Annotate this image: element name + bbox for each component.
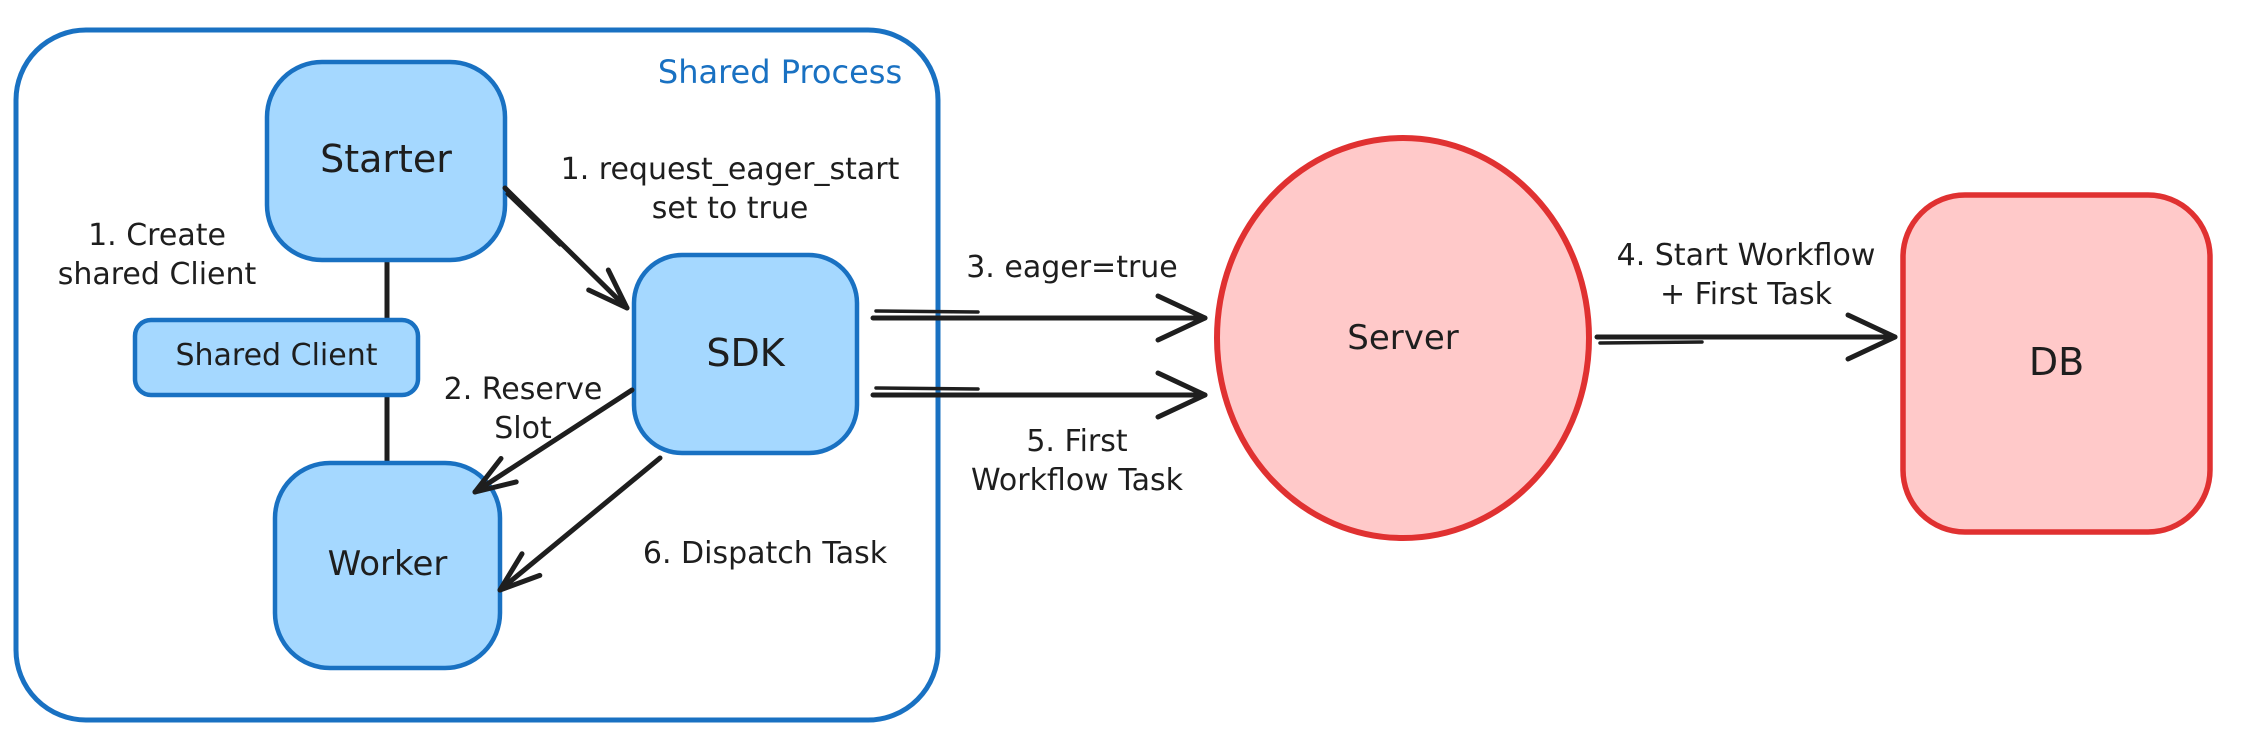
annotation-line: shared Client	[57, 257, 257, 292]
sdk-node	[631, 252, 860, 456]
annotation-line: 4. Start Workflow	[1616, 238, 1876, 273]
annotation-line: + First Task	[1659, 277, 1833, 312]
annotation-request-eager-start: 1. request_eager_start set to true	[500, 150, 960, 228]
annotation-first-workflow-task: 5. First Workflow Task	[917, 422, 1237, 500]
arrow-start-workflow	[1594, 312, 1898, 362]
annotation-reserve-slot: 2. Reserve Slot	[403, 370, 643, 448]
annotation-dispatch-task: 6. Dispatch Task	[642, 536, 888, 571]
shared-process-box	[13, 27, 941, 723]
worker-node	[272, 460, 503, 671]
annotation-line: Workflow Task	[970, 463, 1184, 498]
db-node	[1900, 192, 2213, 535]
starter-node-label: Starter	[320, 137, 452, 181]
arrow-request-eager-start	[502, 185, 630, 311]
annotation-eager-true: 3. eager=true	[966, 250, 1178, 285]
annotation-create-shared-client: 1. Create shared Client	[27, 216, 287, 294]
sdk-node-label: SDK	[706, 331, 785, 375]
shared-client-node	[132, 317, 421, 398]
shared-client-node-label: Shared Client	[175, 338, 378, 373]
annotation-line: 5. First	[1026, 424, 1128, 459]
arrow-reserve-slot	[472, 387, 635, 495]
annotation-line: Slot	[494, 411, 552, 446]
server-node	[1214, 135, 1592, 541]
annotation-start-workflow: 4. Start Workflow + First Task	[1576, 236, 1916, 314]
arrow-eager-true	[870, 293, 1208, 343]
annotation-line: 2. Reserve	[443, 372, 603, 407]
annotation-line: set to true	[651, 191, 809, 226]
arrow-dispatch-task	[497, 455, 663, 593]
arrow-first-workflow-task	[870, 370, 1208, 420]
annotation-line: 1. request_eager_start	[560, 152, 900, 187]
starter-node	[264, 59, 508, 263]
server-node-label: Server	[1347, 318, 1459, 358]
shared-process-title: Shared Process	[657, 53, 903, 91]
worker-node-label: Worker	[327, 544, 448, 584]
annotation-line: 1. Create	[88, 218, 226, 253]
db-node-label: DB	[2028, 340, 2085, 384]
